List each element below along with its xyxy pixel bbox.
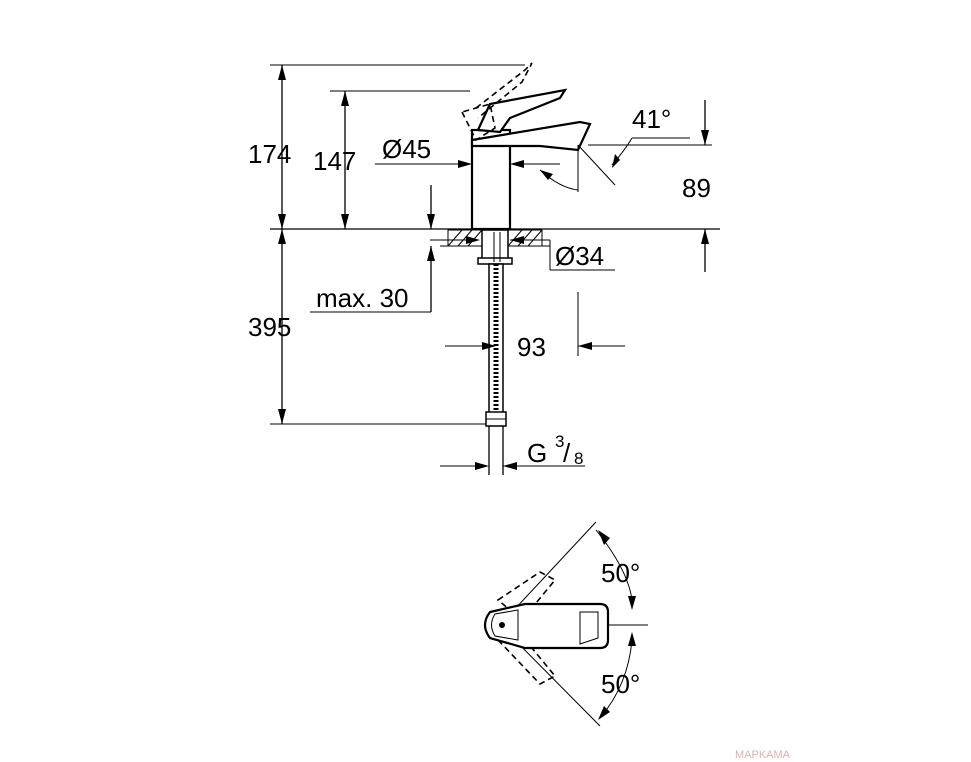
lever-rotated-lower	[496, 635, 557, 685]
dimension-395: 395	[248, 229, 486, 425]
dimension-147: 147	[313, 90, 470, 229]
faucet-body	[460, 62, 592, 231]
dimension-93: 93	[445, 292, 625, 362]
dim-spout-angle: 41°	[632, 104, 671, 134]
dimension-d45: Ø45	[375, 134, 560, 168]
countertop-section	[440, 229, 550, 265]
dim-angle-upper: 50°	[601, 558, 640, 588]
dimension-41deg: 41°	[539, 104, 690, 192]
dimension-max30: max. 30	[310, 185, 435, 313]
top-view: 50° 50°	[483, 521, 648, 727]
lever-rotated-upper	[496, 571, 557, 622]
supply-hose	[485, 263, 507, 475]
side-view: 174 147 Ø45	[248, 62, 720, 475]
watermark: MAPKAMA	[735, 749, 791, 761]
dim-hole-diameter: Ø34	[555, 241, 604, 271]
dim-angle-lower: 50°	[601, 669, 640, 699]
dimension-d34: Ø34	[430, 236, 615, 271]
dim-thread-num: 3	[555, 432, 564, 451]
dim-counter-thickness: max. 30	[316, 283, 409, 313]
dim-projection: 93	[517, 332, 546, 362]
dimension-174: 174	[248, 64, 525, 229]
dim-thread-den: 8	[574, 449, 583, 468]
dim-thread-main: G	[527, 438, 547, 468]
dimension-thread: G 3 / 8	[440, 432, 585, 470]
dim-thread-slash: /	[563, 438, 571, 468]
dimension-89: 89	[588, 100, 712, 272]
dim-total-height: 174	[248, 139, 291, 169]
dim-outlet-height: 89	[682, 173, 711, 203]
dim-spout-height: 147	[313, 146, 356, 176]
lever-top	[483, 602, 610, 650]
dim-body-diameter: Ø45	[382, 134, 431, 164]
dim-hose-length: 395	[248, 312, 291, 342]
